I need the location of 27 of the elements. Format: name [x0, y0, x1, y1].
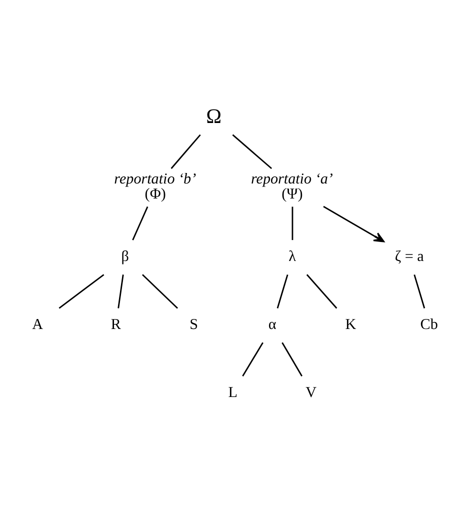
connector	[132, 206, 148, 240]
arrow	[323, 205, 384, 242]
connector	[276, 274, 288, 308]
node-text: S	[190, 316, 198, 332]
node-text: α	[268, 316, 276, 332]
node-text: β	[121, 248, 129, 264]
connector	[292, 206, 294, 240]
node-text: A	[32, 316, 43, 332]
node-text: reportatio ‘b’ (Φ)	[114, 171, 196, 202]
connector	[142, 274, 178, 308]
node-text: R	[110, 316, 121, 332]
node-text: L	[228, 384, 238, 400]
connector	[306, 274, 338, 308]
connector	[414, 274, 426, 308]
connector	[58, 274, 104, 308]
node-text: ζ = a	[394, 248, 424, 264]
connector	[232, 134, 272, 169]
node-text: Cb	[420, 316, 438, 332]
node-text: V	[306, 384, 317, 400]
node-text: Ω	[206, 106, 222, 128]
connector	[282, 342, 302, 376]
connector	[170, 134, 201, 168]
node-text: reportatio ‘a’ (Ψ)	[250, 171, 333, 202]
node-text: K	[345, 316, 356, 332]
connector	[118, 274, 124, 308]
node-text: λ	[288, 248, 296, 264]
connector	[242, 342, 264, 376]
